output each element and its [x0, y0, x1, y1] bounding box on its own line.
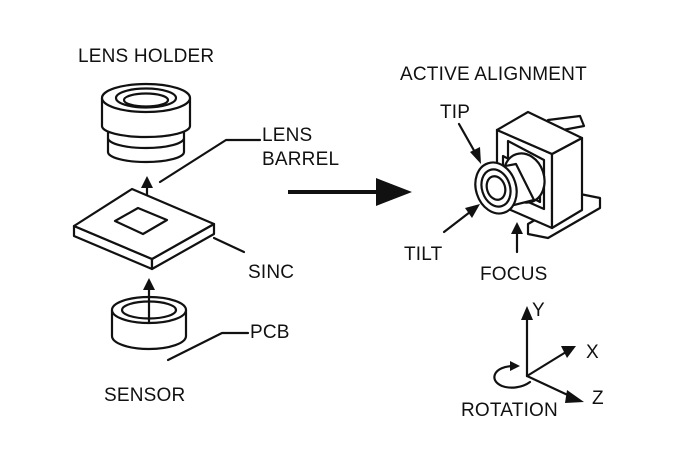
transition-arrow [288, 178, 412, 206]
x-axis-line [525, 350, 568, 378]
label-tilt: TILT [404, 244, 443, 265]
label-rotation: ROTATION [461, 400, 558, 421]
sinc-board-illustration [72, 187, 216, 271]
label-sensor: SENSOR [104, 385, 185, 406]
tilt-arrow [442, 204, 480, 234]
label-active-alignment: ACTIVE ALIGNMENT [400, 64, 587, 85]
aligned-camera-module-illustration [474, 110, 602, 240]
rotation-arc [493, 364, 532, 389]
z-axis-line [525, 374, 574, 399]
label-axis-z: Z [592, 388, 604, 409]
pcb-leader-line [166, 331, 250, 362]
label-axis-x: X [586, 342, 599, 363]
label-lens-holder: LENS HOLDER [78, 46, 214, 67]
sinc-leader-line [212, 236, 246, 254]
focus-arrow [511, 222, 523, 254]
lens-barrel-leader-line [158, 138, 262, 184]
label-axis-y: Y [532, 300, 545, 321]
label-lens-barrel-line2: BARREL [262, 149, 339, 170]
lens-holder-illustration [100, 82, 192, 164]
coordinate-axes [493, 306, 584, 403]
label-tip: TIP [440, 102, 470, 123]
label-lens-barrel-line1: LENS [262, 125, 312, 146]
label-sinc: SINC [248, 262, 294, 283]
tip-arrow [457, 122, 481, 164]
label-pcb: PCB [250, 322, 290, 343]
label-focus: FOCUS [480, 264, 548, 285]
arrow-up-to-sinc [143, 278, 155, 324]
